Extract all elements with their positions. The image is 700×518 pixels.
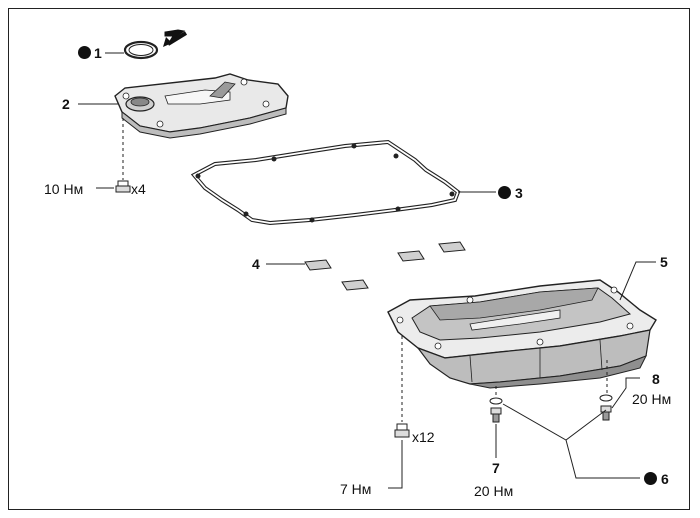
diagram-frame xyxy=(8,8,690,510)
magnet-parts xyxy=(304,241,466,291)
drain-plug-8-part xyxy=(599,394,613,421)
callout-2: 2 xyxy=(62,96,70,112)
callout-3: 3 xyxy=(515,185,523,201)
callout-8: 8 xyxy=(652,371,660,387)
o-ring-part xyxy=(123,40,159,60)
oil-pan-part xyxy=(387,279,657,389)
replace-part-dot-3 xyxy=(498,186,511,199)
qty-pan-bolt: x12 xyxy=(412,429,435,445)
filter-bolt-part xyxy=(115,180,131,193)
leader-line-pan-bolt xyxy=(388,440,403,489)
replace-part-dot-6 xyxy=(644,472,657,485)
callout-7: 7 xyxy=(492,460,500,476)
leader-line-5 xyxy=(619,261,656,301)
torque-drain-plug-8: 20 Нм xyxy=(632,391,672,407)
qty-filter-bolt: x4 xyxy=(131,181,146,197)
attention-arrow-head xyxy=(163,37,172,47)
leader-line-8 xyxy=(611,377,640,409)
drain-plug-7-part xyxy=(489,397,503,423)
callout-4: 4 xyxy=(252,256,260,272)
torque-pan-bolt: 7 Нм xyxy=(340,481,372,497)
torque-drain-plug-7: 20 Нм xyxy=(474,483,514,499)
callout-6: 6 xyxy=(661,471,669,487)
replace-part-dot-1 xyxy=(78,46,91,59)
callout-5: 5 xyxy=(660,254,668,270)
torque-filter-bolt: 10 Нм xyxy=(44,181,84,197)
pan-bolt-part xyxy=(394,423,410,438)
callout-1: 1 xyxy=(94,45,102,61)
leader-line-6-split xyxy=(502,403,607,441)
leader-line-6 xyxy=(565,439,640,479)
pan-gasket-part xyxy=(190,139,461,226)
oil-strainer-part xyxy=(114,73,289,139)
